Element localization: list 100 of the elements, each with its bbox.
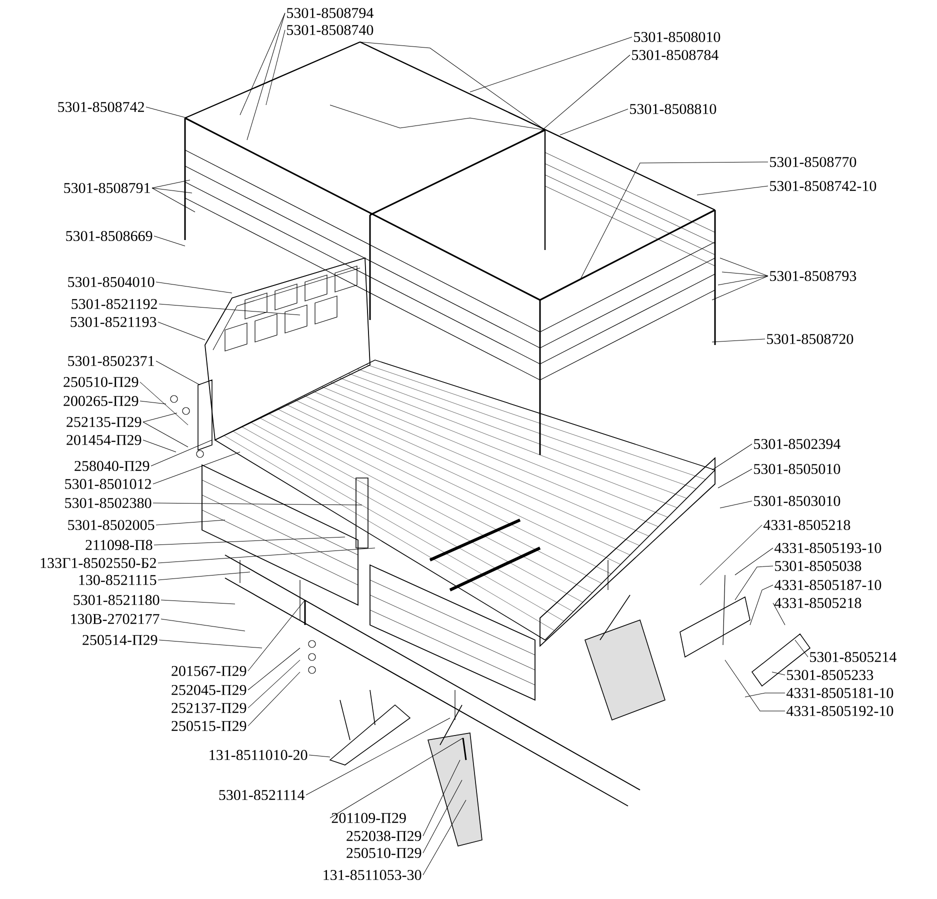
leader-line	[142, 412, 178, 422]
leader-line	[154, 236, 186, 246]
part-number: 4331-8505218	[764, 520, 850, 530]
part-number: 130-8521115	[79, 574, 156, 586]
leader-line	[142, 422, 188, 448]
part-number: 130В-2702177	[71, 614, 160, 624]
leader-line	[794, 640, 808, 658]
leader-line	[560, 108, 628, 136]
leader-line	[718, 276, 768, 286]
leader-line	[140, 400, 166, 404]
leader-line	[156, 360, 200, 386]
leader-line	[772, 672, 786, 676]
part-number: 5301-8521114	[219, 790, 305, 800]
leader-line	[712, 276, 768, 300]
part-number: 5301-8502371	[68, 356, 154, 366]
part-number: 5301-8504010	[68, 276, 154, 288]
part-number: 5301-8521193	[70, 316, 156, 328]
part-number: 211098-П8	[86, 540, 152, 550]
part-number: 5301-8508742-10	[770, 180, 876, 192]
part-number: 5301-8508791	[64, 182, 150, 194]
part-number: 5301-8508720	[767, 334, 854, 344]
leader-line	[734, 548, 774, 576]
part-number: 5301-8508770	[770, 156, 856, 168]
part-number: 5301-8508794	[287, 8, 374, 18]
part-number: 131-8511053-30	[324, 870, 422, 880]
part-number: 258040-П29	[74, 460, 150, 472]
leader-line	[248, 600, 306, 672]
part-number: 5301-8505010	[754, 464, 840, 474]
part-number: 5301-8502005	[68, 520, 154, 530]
part-number: 5301-8508010	[634, 32, 720, 42]
leader-line	[158, 304, 300, 316]
part-number: 252135-П29	[66, 416, 142, 428]
part-number: 5301-8505214	[810, 652, 896, 662]
part-number: 5301-8508669	[66, 230, 152, 242]
part-number: 4331-8505193-10	[774, 542, 882, 554]
part-number: 4331-8505192-10	[786, 706, 894, 716]
part-number: 5301-8501012	[65, 478, 151, 490]
leader-line	[152, 188, 196, 212]
leader-line	[734, 566, 774, 600]
part-number: 4331-8505187-10	[774, 580, 882, 590]
leader-line	[158, 640, 262, 648]
leader-line	[724, 660, 786, 712]
leader-line	[146, 106, 188, 118]
leader-line	[248, 672, 300, 726]
leader-line	[750, 584, 774, 626]
part-number: 4331-8505181-10	[786, 688, 894, 698]
leader-line	[156, 520, 226, 526]
leader-line	[158, 322, 206, 340]
leader-line	[330, 738, 464, 818]
leader-line	[540, 54, 630, 132]
part-number: 5301-8508793	[770, 270, 856, 282]
part-number: 250515-П29	[172, 720, 246, 732]
part-number: 252045-П29	[172, 684, 246, 696]
leader-line	[140, 382, 188, 426]
leader-line	[712, 444, 752, 470]
leader-line	[156, 282, 232, 294]
part-number: 5301-8505233	[787, 670, 874, 680]
leader-line	[160, 600, 236, 604]
leader-line	[308, 754, 330, 758]
leader-line	[580, 162, 768, 280]
part-number: 201109-П29	[332, 812, 406, 824]
leader-line	[142, 440, 176, 452]
leader-line	[158, 572, 250, 580]
leader-line	[712, 338, 766, 342]
leader-line	[248, 660, 300, 708]
leader-line	[248, 648, 300, 690]
leader-line	[152, 188, 192, 194]
part-number: 131-8511010-20	[210, 750, 308, 760]
part-number: 200265-П29	[64, 396, 138, 406]
part-number: 252038-П29	[346, 830, 422, 842]
leader-line	[744, 692, 786, 698]
part-number: 5301-8502394	[754, 438, 840, 450]
part-number: 201567-П29	[172, 666, 246, 676]
leader-line	[154, 536, 346, 546]
leader-line	[720, 258, 768, 276]
leader-line	[152, 502, 362, 506]
leader-line	[158, 548, 376, 564]
part-number: 5301-8508740	[287, 24, 374, 36]
leader-line	[720, 500, 752, 508]
leader-line	[152, 452, 240, 484]
leader-line	[470, 36, 632, 92]
part-number: 250510-П29	[64, 376, 138, 388]
part-number: 5301-8503010	[754, 496, 840, 506]
leader-line	[422, 800, 466, 876]
part-number: 252137-П29	[172, 702, 246, 714]
part-number: 133Г1-8502550-Б2	[40, 558, 156, 568]
part-number: 4331-8505218	[774, 598, 862, 608]
leader-line	[246, 12, 286, 140]
part-number: 250510-П29	[346, 848, 422, 858]
part-number: 5301-8508742	[58, 102, 144, 112]
leader-line	[266, 30, 286, 106]
leader-line	[700, 524, 762, 586]
leader-line	[150, 440, 212, 466]
leader-line	[422, 760, 460, 836]
part-number: 250514-П29	[82, 634, 158, 646]
part-number: 5301-8521192	[72, 298, 157, 310]
leader-line	[240, 12, 286, 116]
leader-line	[152, 180, 190, 188]
part-number: 5301-8505038	[775, 560, 862, 572]
leader-line	[772, 602, 786, 626]
